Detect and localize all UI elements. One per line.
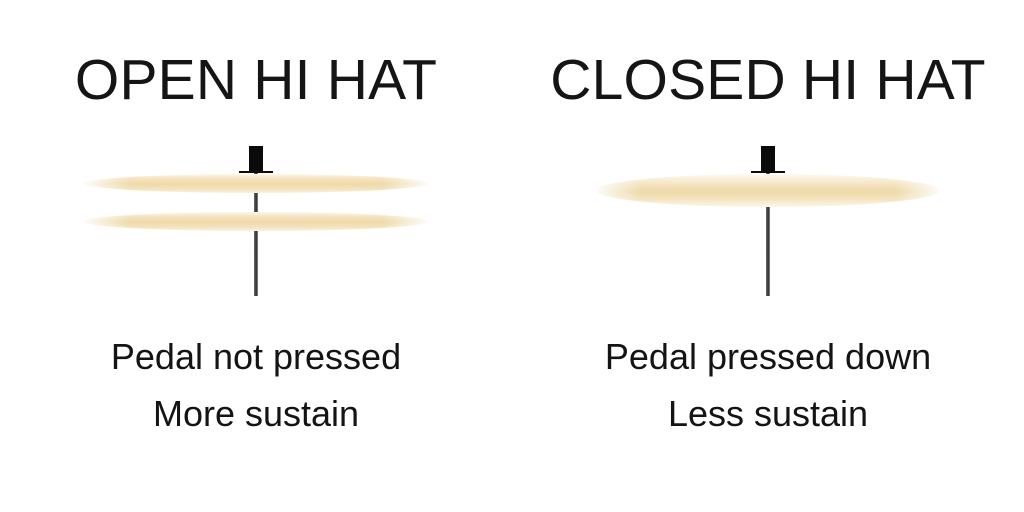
hi-hat-clutch-icon (751, 146, 785, 173)
caption-line-pedal-state: Pedal pressed down (604, 336, 932, 377)
top-cymbal-icon (84, 174, 428, 193)
hi-hat-illustration-open (0, 138, 512, 298)
hi-hat-clutch-icon (239, 146, 273, 173)
closed-cymbals-icon (596, 174, 940, 207)
caption-line-pedal-state: Pedal not pressed (110, 336, 402, 377)
hi-hat-illustration-closed (512, 138, 1024, 298)
panel-closed-hi-hat: CLOSED HI HAT Pedal pressed down Less su… (512, 0, 1024, 512)
panel-open-hi-hat: OPEN HI HAT Pedal not pressed More susta… (0, 48, 512, 442)
caption-line-sustain: Less sustain (667, 393, 869, 434)
panel-title-open-hi-hat: OPEN HI HAT (74, 48, 438, 112)
panel-title-closed-hi-hat: CLOSED HI HAT (550, 48, 986, 112)
bottom-cymbal-icon (84, 212, 428, 231)
caption-line-sustain: More sustain (152, 393, 360, 434)
hi-hat-rod-icon (766, 146, 770, 296)
caption-closed-hi-hat: Pedal pressed down Less sustain (512, 328, 1024, 442)
caption-open-hi-hat: Pedal not pressed More sustain (0, 328, 512, 442)
